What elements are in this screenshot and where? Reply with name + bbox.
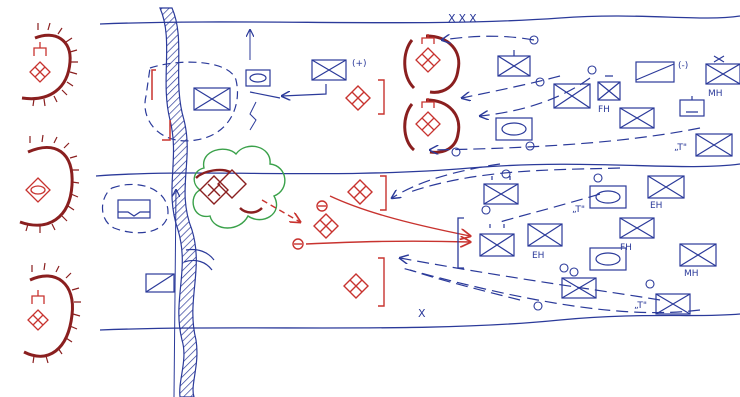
- bridgehead-cloud: [192, 145, 286, 229]
- enemy-attack-arrows: [392, 36, 701, 314]
- axis-line: [174, 190, 176, 397]
- enemy-units: [282, 50, 740, 315]
- boundaries: [95, 15, 740, 331]
- boundary-top-label: XXX: [448, 12, 480, 25]
- left-dashed-zone-bottom: [101, 183, 169, 234]
- river: [159, 7, 198, 397]
- unit-box-left-bottom: [145, 273, 175, 293]
- defensive-positions: [403, 34, 461, 154]
- left-units: [101, 61, 281, 293]
- legend-position-3: [23, 274, 74, 358]
- friendly-units: [261, 79, 470, 307]
- label-eh-2: EH: [532, 251, 544, 261]
- label-t-2: „T": [572, 205, 585, 215]
- label-fn-2: FH: [620, 243, 632, 253]
- boundary-bottom-line: [99, 313, 740, 331]
- label-t-3: „T": [634, 301, 647, 311]
- label-minus: (-): [678, 61, 688, 71]
- legend-position-2: [19, 146, 74, 227]
- legend-positions: [19, 33, 74, 358]
- boundary-middle-line: [95, 163, 740, 177]
- left-dashed-zone-top: [144, 61, 239, 142]
- label-t-1: „T": [674, 143, 687, 153]
- label-mn-right: MH: [708, 89, 723, 99]
- unit-box-left-mid: [117, 199, 151, 219]
- boundary-bottom-label: X: [418, 307, 429, 320]
- unit-box-axis: [245, 69, 271, 87]
- label-mn-bottom: MH: [684, 269, 699, 279]
- boundary-top-line: [99, 15, 740, 25]
- friendly-unit-3: [343, 273, 369, 299]
- counterattack-arrow-1: [329, 195, 470, 236]
- label-fn-1: FH: [598, 105, 610, 115]
- label-eh-1: EH: [650, 201, 662, 211]
- friendly-unit-1: [345, 85, 371, 111]
- label-plus: (+): [352, 59, 367, 69]
- legend-symbols: [25, 42, 51, 331]
- friendly-unit-4: [313, 213, 339, 239]
- unit-box-left-top: [193, 87, 231, 111]
- legend-position-1: [21, 33, 72, 101]
- legend-ticks: [25, 22, 81, 364]
- counterattack-arrow-2: [305, 241, 470, 244]
- enemy-markers: [451, 35, 655, 311]
- friendly-unit-2: [347, 179, 373, 205]
